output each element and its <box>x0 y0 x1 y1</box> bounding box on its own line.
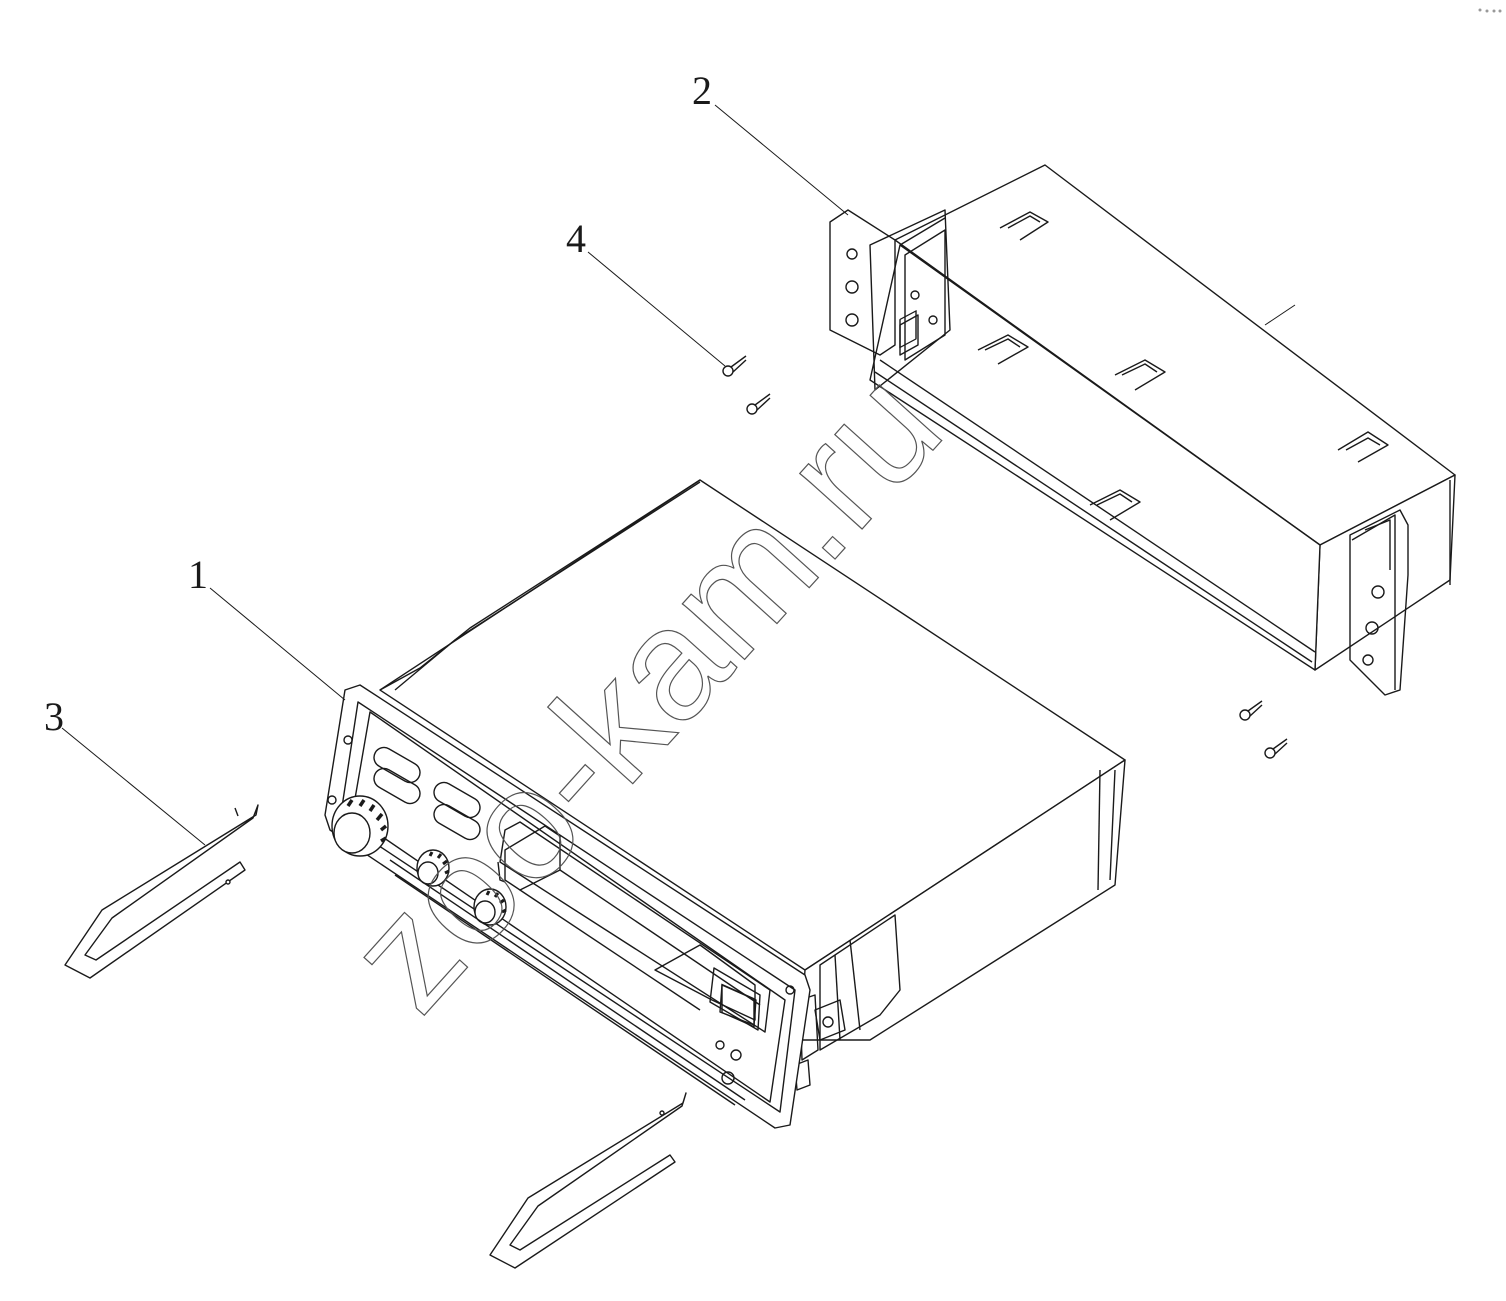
callout-3: 3 <box>44 694 64 739</box>
callouts: 1 2 3 4 <box>44 68 712 739</box>
callout-2: 2 <box>692 68 712 113</box>
part-3-removal-key-upper <box>64 804 259 979</box>
leader-line-4 <box>587 251 726 367</box>
leader-lines <box>61 104 849 846</box>
callout-4: 4 <box>566 216 586 261</box>
part-4-screws <box>722 355 1288 759</box>
callout-1: 1 <box>188 552 208 597</box>
leader-line-3 <box>61 727 206 846</box>
leader-line-2 <box>714 104 849 216</box>
corner-dots-icon <box>1478 8 1502 13</box>
screw-icon <box>1264 738 1288 759</box>
screw-icon <box>1239 700 1263 721</box>
screw-icon <box>746 393 771 415</box>
screw-icon <box>722 355 747 377</box>
part-1-head-unit <box>324 479 1126 1129</box>
part-3-removal-key-lower <box>489 1092 687 1269</box>
leader-line-1 <box>209 587 346 701</box>
part-2-mounting-sleeve <box>829 164 1456 696</box>
